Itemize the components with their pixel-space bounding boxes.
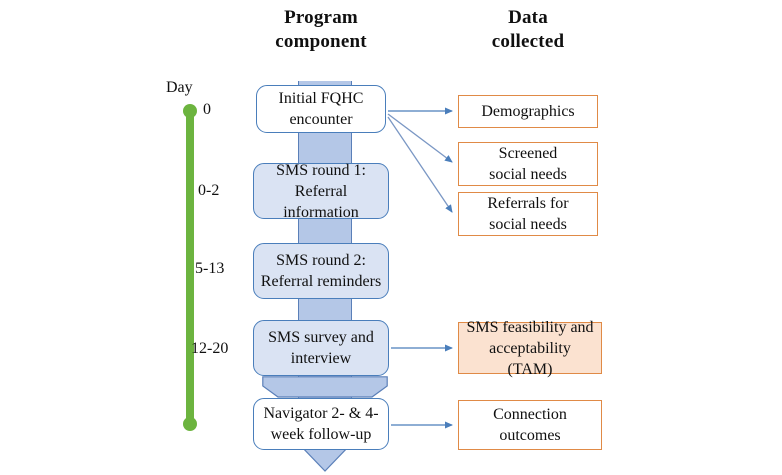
timeline-mark-day-12-20: 12-20 <box>191 340 229 357</box>
timeline-mark-day-0: 0 <box>203 101 211 118</box>
data-item-demographics[interactable]: Demographics <box>458 95 598 128</box>
timeline-mark-day-0-2: 0-2 <box>198 182 220 199</box>
data-item-screened-social-needs[interactable]: Screened social needs <box>458 142 598 186</box>
data-item-connection-outcomes[interactable]: Connection outcomes <box>458 400 602 450</box>
timeline-end-dot-icon <box>183 417 197 431</box>
program-step-sms-round-1[interactable]: SMS round 1: Referral information <box>253 162 389 221</box>
timeline-track <box>186 110 194 426</box>
program-flow-chevron-icon <box>262 376 388 398</box>
timeline-axis-label: Day <box>166 79 193 96</box>
program-step-navigator-follow-up[interactable]: Navigator 2- & 4- week follow-up <box>253 398 389 450</box>
program-step-initial-fqhc-encounter[interactable]: Initial FQHC encounter <box>256 85 386 133</box>
data-item-sms-feasibility-tam[interactable]: SMS feasibility and acceptability (TAM) <box>458 319 602 378</box>
timeline-start-dot-icon <box>183 104 197 118</box>
timeline-mark-day-5-13: 5-13 <box>195 260 225 277</box>
program-step-sms-round-2[interactable]: SMS round 2: Referral reminders <box>253 243 389 299</box>
arrow-initial-to-referrals <box>387 116 453 213</box>
data-item-referrals-social-needs[interactable]: Referrals for social needs <box>458 192 598 236</box>
column-header-data-collected: Data collected <box>491 7 565 52</box>
column-header-program-component: Program component <box>275 7 367 52</box>
arrow-initial-to-screened <box>387 113 453 163</box>
program-step-sms-survey-interview[interactable]: SMS survey and interview <box>253 320 389 376</box>
